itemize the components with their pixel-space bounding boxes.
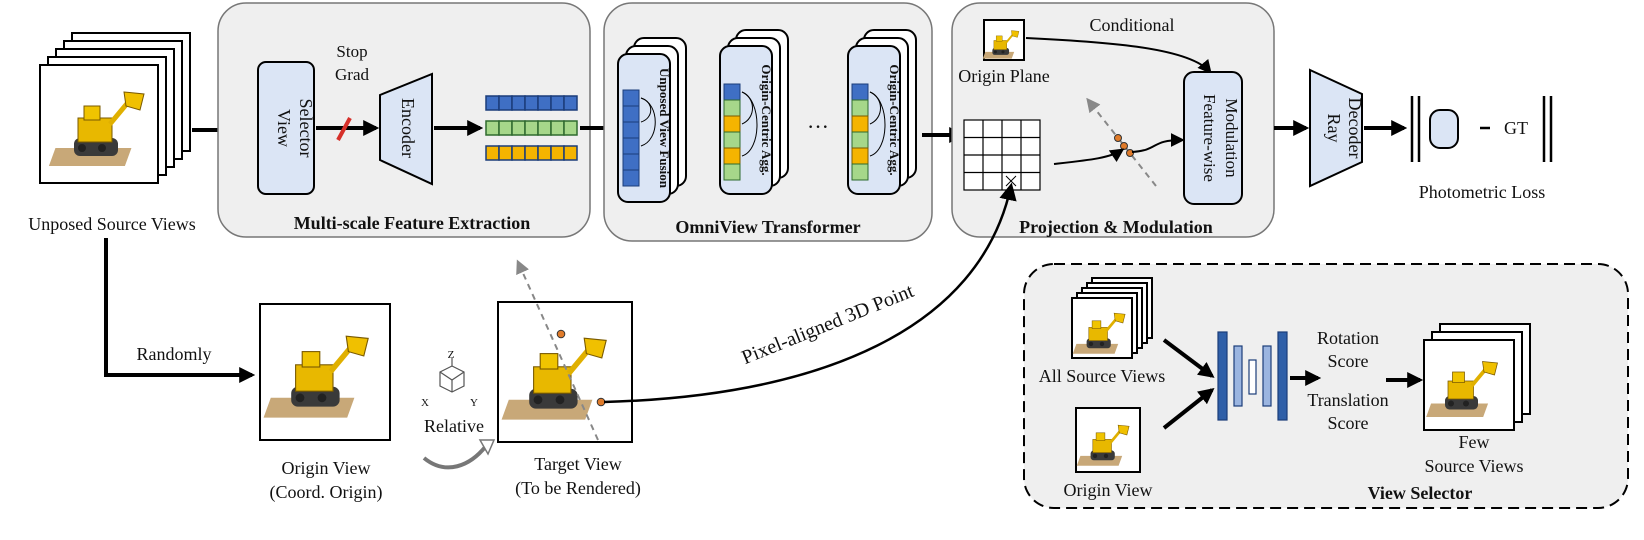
origin-plane-thumb bbox=[981, 19, 1025, 61]
target-view-label-2: (To be Rendered) bbox=[515, 478, 641, 499]
omniview-title: OmniView Transformer bbox=[675, 217, 860, 237]
grid-to-point-arrow bbox=[1053, 148, 1125, 165]
rotation-label-1: Rotation bbox=[1317, 328, 1379, 348]
point-to-modulation-arrow bbox=[1131, 133, 1185, 153]
randomly-label: Randomly bbox=[137, 344, 212, 364]
stop-grad-label-2: Grad bbox=[335, 65, 369, 84]
origin-view-label-2: (Coord. Origin) bbox=[270, 482, 383, 503]
target-point-2 bbox=[596, 397, 606, 407]
projection-ray bbox=[1086, 97, 1157, 187]
target-view-label-1: Target View bbox=[534, 454, 621, 474]
relative-label: Relative bbox=[424, 416, 484, 436]
origin-centric-label-1: Origin-Centric Agg. bbox=[759, 64, 774, 175]
feature-tokens bbox=[485, 95, 578, 161]
photometric-loss-label: Photometric Loss bbox=[1419, 182, 1546, 202]
sample-point-2 bbox=[1120, 142, 1128, 150]
origin-view-label-1: Origin View bbox=[281, 458, 370, 478]
axis-z-label: Z bbox=[448, 349, 455, 361]
ray-decoder-label-2: Decoder bbox=[1345, 98, 1365, 159]
projection-title: Projection & Modulation bbox=[1019, 217, 1213, 237]
gt-label: GT bbox=[1504, 118, 1528, 138]
feature-wise-label-2: Modulation bbox=[1222, 98, 1241, 178]
translation-label-2: Score bbox=[1328, 413, 1369, 433]
unposed-view-fusion-label: Unposed View Fusion bbox=[657, 68, 672, 189]
rotation-label-2: Score bbox=[1328, 351, 1369, 371]
sample-point-3 bbox=[1126, 149, 1134, 157]
axis-x-label: X bbox=[421, 397, 429, 409]
target-view-image bbox=[497, 301, 633, 443]
stop-grad-mark bbox=[336, 117, 352, 141]
view-selector-title: View Selector bbox=[1368, 483, 1473, 503]
target-point-1 bbox=[556, 329, 566, 339]
conditional-label: Conditional bbox=[1090, 15, 1175, 35]
sample-point-1 bbox=[1114, 134, 1122, 142]
all-source-views-label: All Source Views bbox=[1039, 366, 1166, 386]
unposed-view-fusion-block bbox=[617, 37, 687, 203]
axis-cube-icon bbox=[439, 358, 465, 393]
rendered-pixel-icon bbox=[1429, 109, 1459, 149]
unposed-source-views-stack bbox=[39, 32, 191, 184]
photometric-loss-norm bbox=[1410, 96, 1553, 162]
few-source-views-label-2: Source Views bbox=[1424, 456, 1523, 476]
selector-origin-view-label: Origin View bbox=[1063, 480, 1152, 500]
unposed-source-views-label: Unposed Source Views bbox=[28, 214, 196, 234]
conditional-arrow bbox=[1025, 37, 1212, 75]
feature-wise-label-1: Feature-wise bbox=[1200, 94, 1219, 182]
translation-label-1: Translation bbox=[1307, 390, 1388, 410]
origin-plane-label: Origin Plane bbox=[958, 66, 1050, 86]
relative-arrow bbox=[422, 444, 488, 470]
view-selector-label-2: Selector bbox=[296, 99, 316, 158]
ray-decoder-module bbox=[1309, 68, 1363, 188]
view-selector-module bbox=[257, 61, 315, 195]
selector-origin-view-image bbox=[1075, 407, 1141, 473]
encoder-label: Encoder bbox=[398, 98, 418, 158]
origin-centric-label-2: Origin-Centric Agg. bbox=[887, 64, 902, 175]
origin-centric-block-2 bbox=[847, 29, 917, 195]
pixel-aligned-label: Pixel-aligned 3D Point bbox=[739, 280, 918, 369]
view-selector-label-1: View bbox=[274, 109, 294, 147]
projection-grid bbox=[963, 119, 1041, 191]
relative-arrow-head bbox=[478, 439, 496, 456]
ellipsis: ··· bbox=[807, 114, 829, 139]
encoder-module bbox=[379, 72, 433, 186]
pixel-aligned-arrow bbox=[603, 182, 1017, 404]
randomly-arrow bbox=[104, 238, 256, 383]
all-views-to-net-arrow bbox=[1162, 338, 1215, 378]
stop-grad-label-1: Stop bbox=[336, 42, 367, 61]
origin-view-image bbox=[259, 303, 391, 441]
origin-centric-block-1 bbox=[719, 29, 789, 195]
few-source-views-label-1: Few bbox=[1459, 432, 1490, 452]
ray-decoder-label-1: Ray bbox=[1324, 114, 1344, 143]
selector-network bbox=[1217, 331, 1288, 421]
axis-y-label: Y bbox=[470, 397, 478, 409]
multi-scale-title: Multi-scale Feature Extraction bbox=[294, 213, 531, 233]
feature-wise-modulation-module bbox=[1183, 71, 1243, 205]
origin-to-net-arrow bbox=[1162, 388, 1215, 430]
all-source-views-stack bbox=[1071, 277, 1153, 359]
few-source-views-stack bbox=[1423, 323, 1531, 431]
